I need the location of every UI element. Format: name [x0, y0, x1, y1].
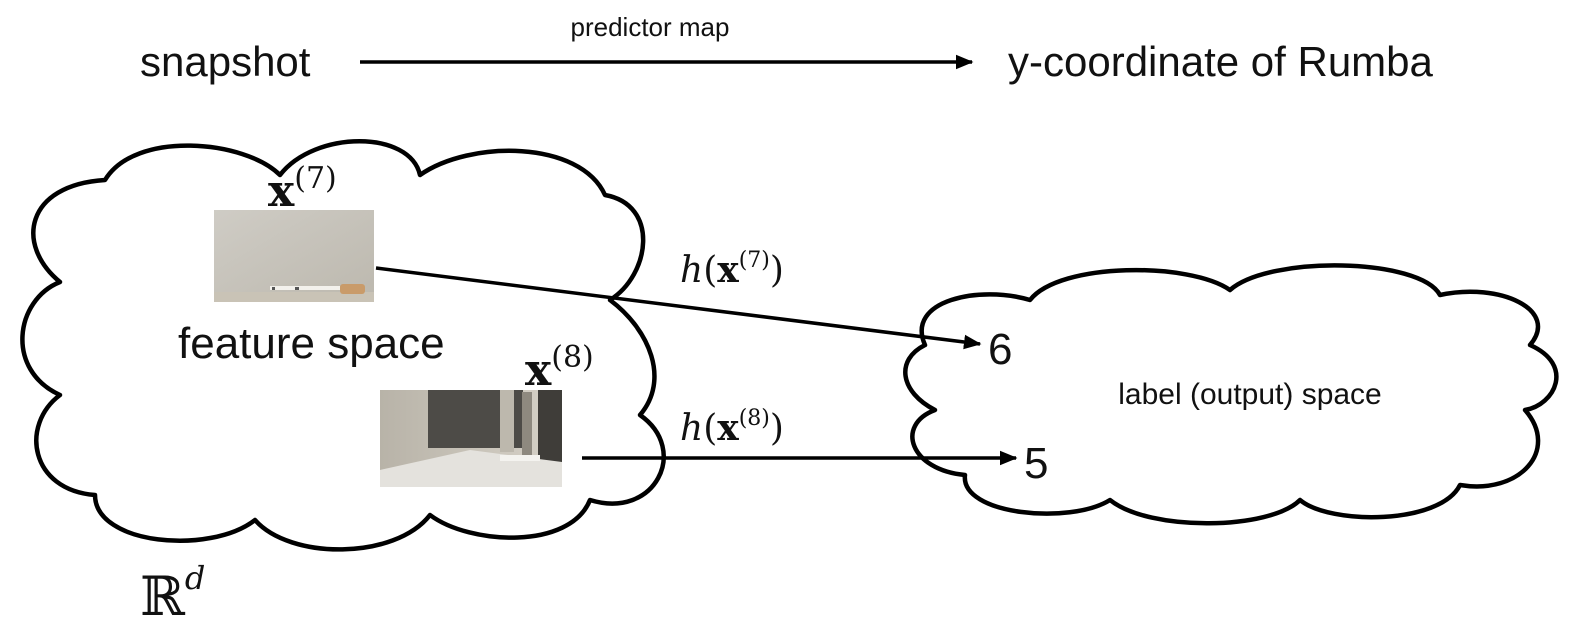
h-x8-label: h(x(8))	[680, 406, 784, 449]
snapshot-8-image	[380, 390, 562, 487]
predictor-map-label: predictor map	[571, 12, 730, 42]
snapshot-7-image	[214, 210, 374, 302]
label-space-cloud	[903, 263, 1559, 526]
target-label: y-coordinate of Rumba	[1008, 38, 1434, 85]
source-label: snapshot	[140, 38, 311, 85]
output-value-5: 5	[1024, 439, 1048, 488]
x8-label: x(8)	[525, 340, 594, 396]
h-x7-label: h(x(7))	[680, 248, 784, 291]
x7-label: x(7)	[268, 161, 337, 217]
feature-space-label: feature space	[178, 319, 445, 368]
output-value-6: 6	[988, 325, 1012, 374]
feature-space-cloud	[20, 139, 666, 552]
real-space-label: ℝd	[140, 559, 205, 620]
mapping-arrow-7	[375, 266, 982, 350]
label-space-label: label (output) space	[1118, 378, 1382, 411]
